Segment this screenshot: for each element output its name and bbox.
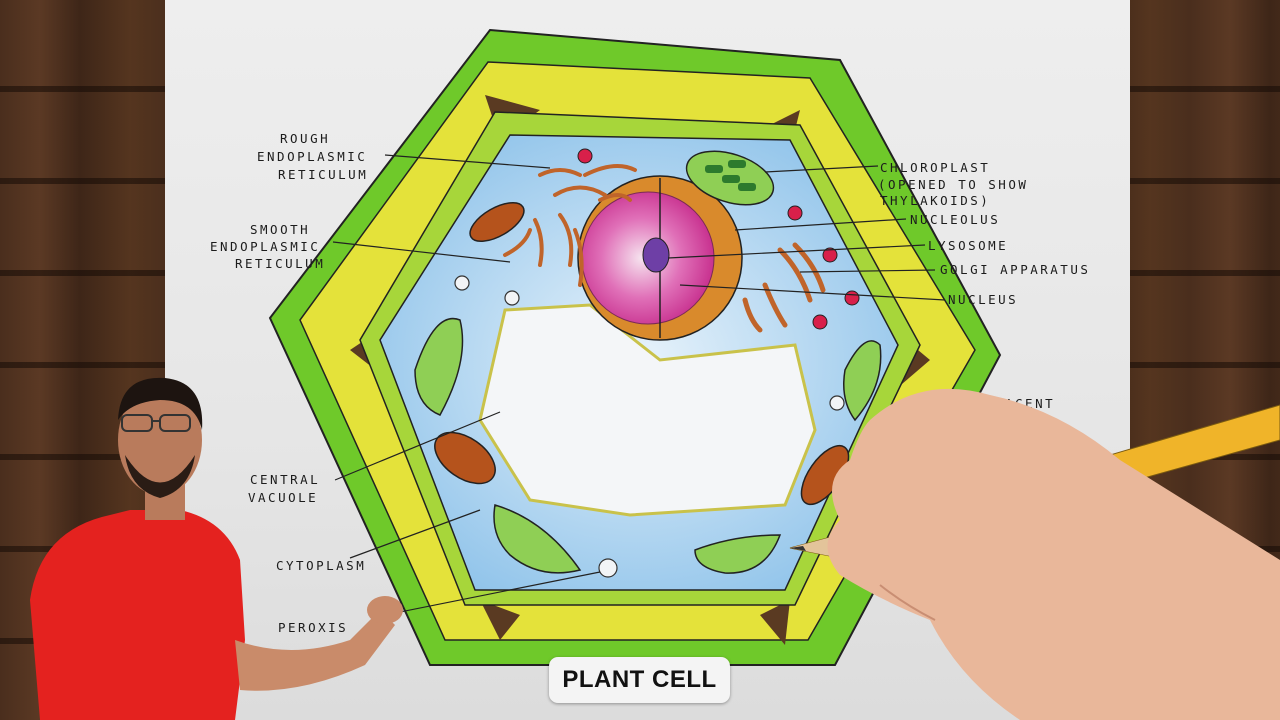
mitochondrion	[469, 201, 525, 243]
label-chloroplast-2: (OPENED TO SHOW	[878, 177, 1029, 192]
label-rough-er-2: ENDOPLASMIC	[257, 149, 368, 164]
label-nucleolus: NUCLEOLUS	[910, 212, 1001, 227]
nucleolus	[642, 237, 670, 273]
label-smooth-er-2: ENDOPLASMIC	[210, 239, 321, 254]
label-rough-er-1: ROUGH	[280, 131, 331, 146]
vesicles	[454, 275, 845, 578]
label-smooth-er-1: SMOOTH	[250, 222, 311, 237]
label-lysosome: LYSOSOME	[928, 238, 1009, 253]
label-central-vacuole-2: VACUOLE	[248, 490, 319, 505]
diagram-title: PLANT CELL	[562, 666, 717, 693]
title-badge: PLANT CELL	[549, 657, 730, 703]
thylakoids	[705, 160, 756, 191]
label-central-vacuole-1: CENTRAL	[250, 472, 321, 487]
label-golgi-apparatus: GOLGI APPARATUS	[940, 262, 1091, 277]
smooth-er	[503, 218, 544, 267]
chloroplast	[843, 340, 882, 422]
golgi-apparatus	[742, 242, 826, 333]
label-rough-er-3: RETICULUM	[278, 167, 369, 182]
chloroplast	[414, 317, 464, 416]
plasmodesmata-corner	[480, 600, 520, 640]
label-chloroplast-1: CHLOROPLAST	[880, 160, 991, 175]
leader-lines	[332, 154, 946, 617]
label-nucleus: NUCLEUS	[948, 292, 1019, 307]
chloroplast	[694, 534, 782, 574]
label-smooth-er-3: RETICULUM	[235, 256, 326, 271]
label-chloroplast-3: THYLAKOIDS)	[880, 193, 991, 208]
plasmodesmata-corner	[760, 600, 790, 645]
label-cytoplasm: CYTOPLASM	[276, 558, 367, 573]
chloroplast	[493, 504, 582, 574]
lysosomes	[577, 148, 860, 330]
rough-er	[538, 164, 637, 287]
label-peroxisome: PEROXIS	[278, 620, 349, 635]
